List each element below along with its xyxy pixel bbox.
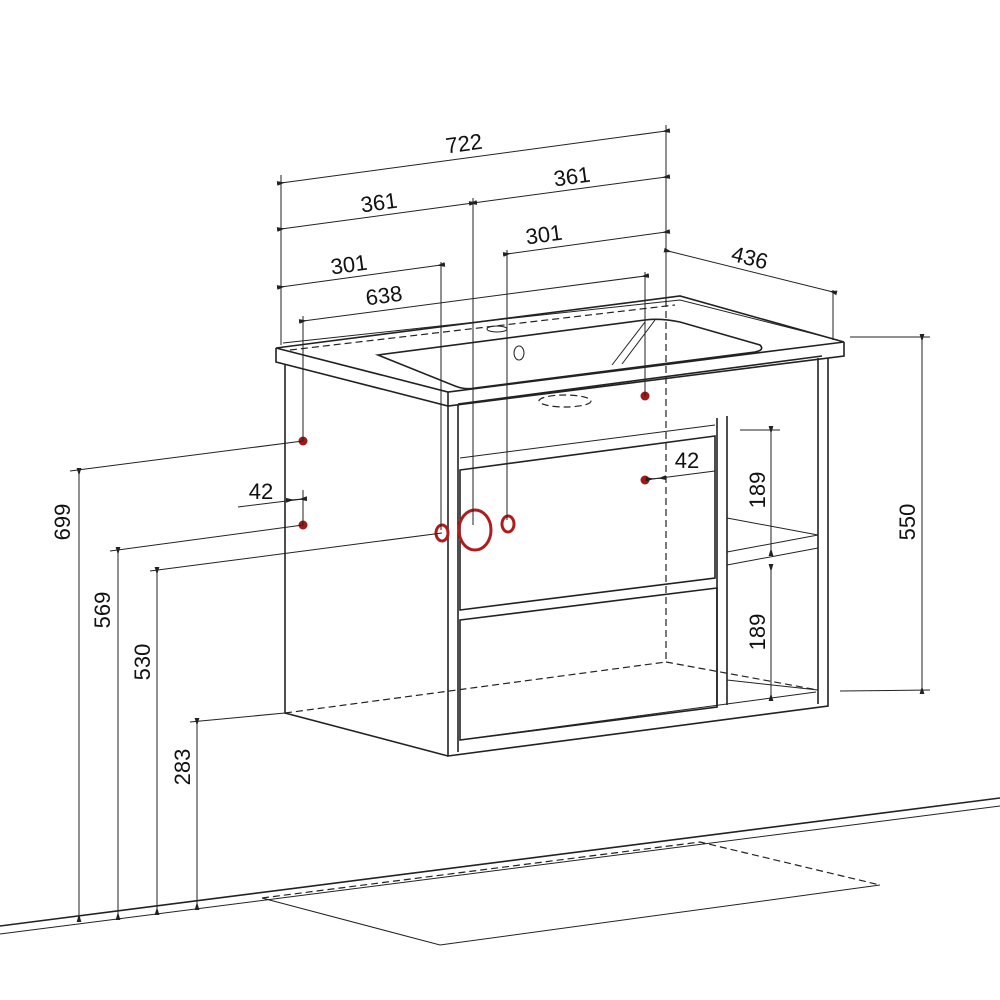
water-inlet [500, 514, 516, 534]
floor [0, 797, 1000, 946]
dim-722: 722 [444, 129, 484, 159]
dim-42-left: 42 [249, 479, 273, 504]
extension-lines [69, 125, 931, 723]
dim-283: 283 [170, 749, 195, 786]
dim-569: 569 [90, 592, 115, 629]
connection-points [298, 391, 650, 552]
dim-361-right: 361 [552, 162, 592, 192]
water-inlet [434, 523, 450, 543]
drain-outlet [457, 508, 493, 552]
dimension-lines [76, 128, 925, 922]
dimension-labels: 722 361 361 301 301 638 436 699 569 530 … [50, 129, 920, 786]
dim-189-upper: 189 [745, 472, 770, 509]
dim-361-left: 361 [359, 188, 399, 218]
dim-42-right: 42 [675, 448, 699, 473]
dim-699: 699 [50, 504, 75, 541]
dim-436: 436 [729, 241, 771, 274]
dim-530: 530 [130, 644, 155, 681]
dim-638: 638 [364, 281, 404, 311]
dim-301-left: 301 [329, 250, 369, 280]
dim-301-right: 301 [524, 220, 564, 250]
dim-550: 550 [895, 504, 920, 541]
dim-189-lower: 189 [745, 614, 770, 651]
cabinet [284, 300, 829, 757]
